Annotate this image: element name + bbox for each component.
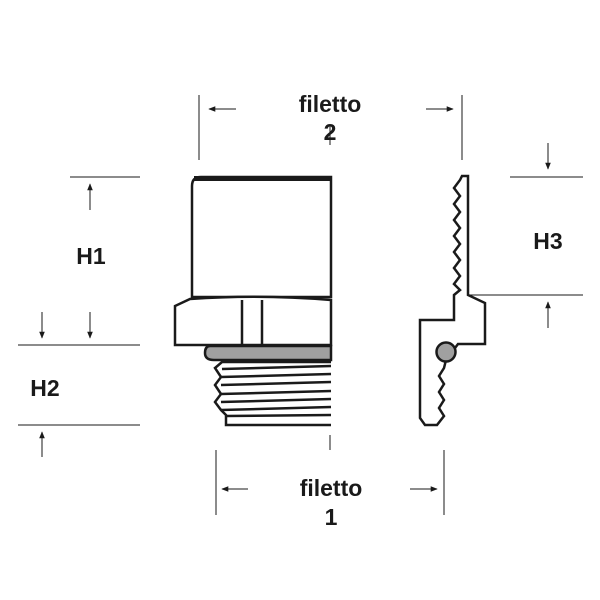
thread-1-number: 1 [325,504,338,530]
o-ring [435,341,457,363]
dimension-lines [18,95,583,515]
h1-label: H1 [76,243,106,269]
h2-label: H2 [30,375,59,401]
fitting-side-view [173,175,333,427]
upper-body [190,175,333,299]
hex-nut [173,295,333,347]
gasket [203,344,333,362]
thread-1-label: filetto [300,475,363,501]
thread-2-number: 2 [324,119,337,145]
fitting-section-profile [418,174,487,427]
h3-label: H3 [533,228,562,254]
thread-2-label: filetto [299,91,362,117]
